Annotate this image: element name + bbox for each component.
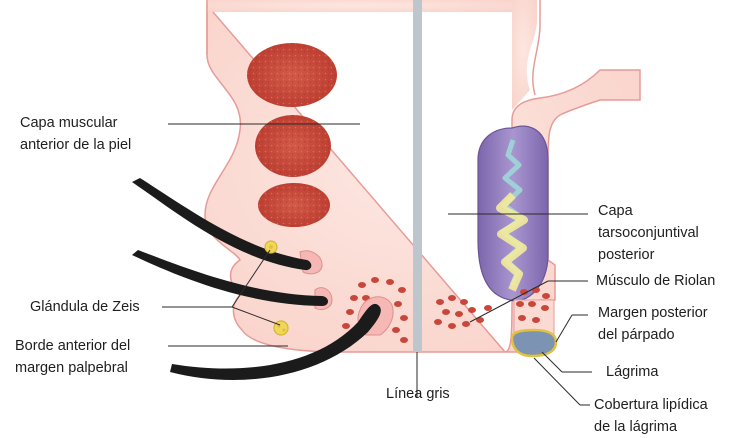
- tear-meniscus: [512, 330, 556, 356]
- label-borde-anterior: Borde anterior del margen palpebral: [15, 335, 130, 379]
- gray-line: [413, 0, 422, 352]
- label-linea-gris: Línea gris: [386, 383, 450, 405]
- label-cobertura-lipidica: Cobertura lipídica de la lágrima: [594, 394, 708, 438]
- label-lagrima: Lágrima: [606, 361, 658, 383]
- label-margen-posterior: Margen posterior del párpado: [598, 302, 708, 346]
- muscle-bundle: [247, 43, 337, 107]
- label-musculo-riolan: Músculo de Riolan: [596, 270, 715, 292]
- label-glandula-zeis: Glándula de Zeis: [30, 296, 140, 318]
- muscle-bundle: [258, 183, 330, 227]
- label-capa-tarsoconjuntival: Capa tarsoconjuntival posterior: [598, 200, 699, 266]
- label-capa-muscular: Capa muscular anterior de la piel: [20, 112, 131, 156]
